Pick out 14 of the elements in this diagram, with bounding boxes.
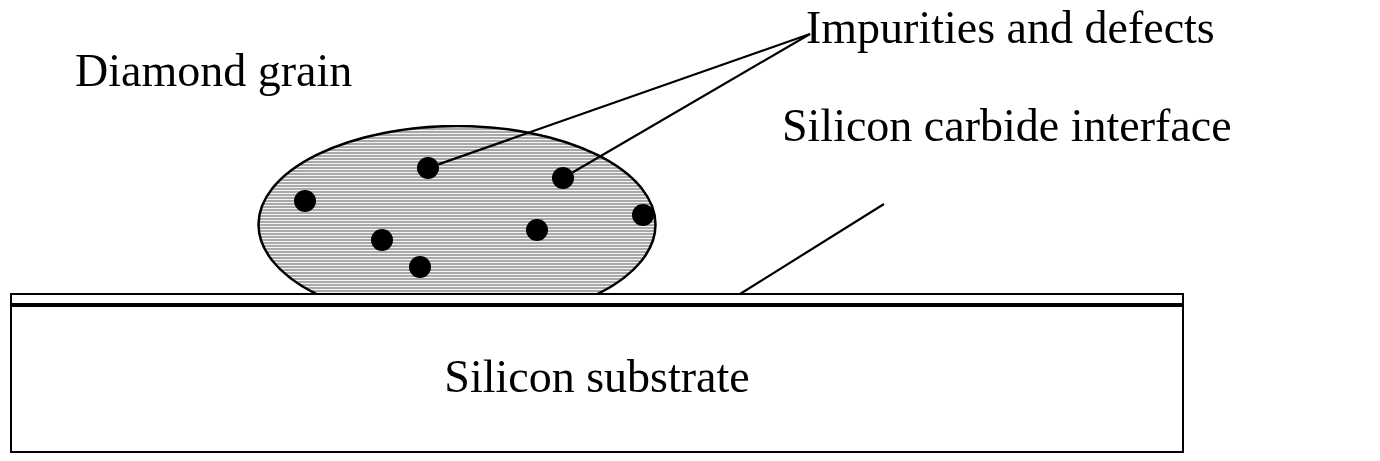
- substrate-block: [10, 305, 1184, 453]
- defect-dot: [370, 228, 394, 252]
- callout-text: Impurities and defects: [806, 2, 1366, 54]
- leader-line: [739, 203, 885, 295]
- leader-line: [438, 32, 811, 166]
- defect-dot: [416, 156, 440, 180]
- defect-dot: [631, 203, 655, 227]
- part-label: Diamond grain: [75, 45, 353, 97]
- substrate-label: Silicon substrate: [443, 351, 751, 403]
- defect-dot: [525, 218, 549, 242]
- defect-dot: [408, 255, 432, 279]
- defect-dot: [293, 189, 317, 213]
- defect-dot: [551, 166, 575, 190]
- callout-text: Silicon carbide interface: [782, 100, 1372, 152]
